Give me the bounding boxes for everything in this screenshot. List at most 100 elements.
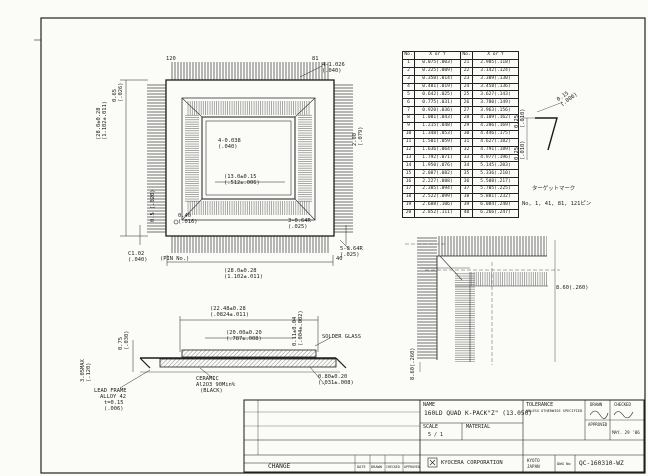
height-label: 3.05MAX (.120) [80, 359, 92, 382]
table-cell: 34 [460, 161, 473, 171]
table-cell: 1.792(.071) [414, 153, 461, 163]
table-cell: 12 [402, 145, 415, 155]
table-cell: 14 [402, 161, 415, 171]
table-cell: 2.087(.082) [414, 169, 461, 179]
tab-dim-label: 3-0.64R (.025) [288, 218, 311, 230]
c-dim-label: C1.02 (.040) [128, 251, 148, 263]
pin-81-label: 81 [312, 56, 319, 62]
table-cell: 2.522(.099) [414, 193, 461, 202]
table-cell: 4.446(.175) [472, 129, 519, 139]
table-cell: 30 [460, 129, 473, 139]
table-cell: 9 [402, 122, 415, 131]
table-cell: 3.142(.124) [472, 66, 519, 76]
table-cell: 28 [460, 114, 473, 124]
approved-col-label: APPROVED [404, 465, 420, 469]
right-lead-label: 2.00 (.079) [352, 126, 364, 146]
table-cell: 23 [460, 74, 473, 84]
table-cell: 35 [460, 169, 473, 179]
material-label: MATERIAL [466, 424, 491, 430]
solder-glass-label: SOLDER GLASS [322, 334, 361, 340]
table-cell: 13 [402, 153, 415, 163]
lead-w-label: 0.40 (.016) [178, 213, 198, 225]
side-dim-label: (28.0±0.28 (1.102±.011) [224, 268, 263, 280]
date-value: MAY. 29 '86 [612, 430, 640, 435]
table-cell: 21 [460, 58, 473, 68]
corner-dim-label: 4-1.026 (.040) [322, 62, 345, 74]
side-dim-top-label: (22.48±0.28 (.0824±.011) [210, 306, 249, 318]
scale-value: 5 / 1 [428, 432, 444, 438]
table-cell: 27 [460, 106, 473, 116]
table-header-row: No. X or Y No. X or Y [402, 51, 519, 60]
target-pins-label: No, 1, 41, 81, 121ピン [522, 201, 592, 207]
approved-label: APPROVED [588, 422, 608, 427]
target-d3-label: 0.25 (.010) [514, 140, 526, 160]
table-cell: 1.636(.064) [414, 145, 461, 155]
table-cell: 10 [402, 129, 415, 139]
left-lead-label: 0.65 (.026) [112, 82, 124, 102]
top-view [120, 62, 353, 266]
right-v-label: 0.11±0.04 (.004±.002) [292, 310, 304, 346]
table-cell: 3.963(.156) [472, 106, 519, 116]
pin-1-mark-label: (PIN No.) [160, 256, 190, 262]
japan-label: JAPAN [527, 464, 540, 469]
table-cell: 5.145(.203) [472, 161, 519, 171]
side-view [119, 316, 347, 389]
table-cell: 0.225(.009) [414, 66, 461, 76]
table-header: No. [402, 51, 415, 60]
table-header: X or Y [472, 51, 519, 60]
tolerance-sub: UNLESS OTHERWISE SPECIFIED [526, 409, 583, 413]
table-cell: 6.266(.247) [472, 208, 519, 218]
name-label: NAME [423, 402, 436, 408]
table-cell: 20 [402, 208, 415, 218]
table-cell: 6 [402, 98, 415, 108]
scale-label: SCALE [423, 424, 439, 430]
table-header: No. [460, 51, 473, 60]
table-cell: 7 [402, 106, 415, 116]
table-cell: 32 [460, 145, 473, 155]
left-dim-label: (28.0±0.28 (1.102±.011) [96, 101, 108, 140]
pin-120-label: 120 [166, 56, 176, 62]
table-cell: 2.985(.118) [472, 58, 519, 68]
lead-frame-label: LEAD FRAME [94, 388, 127, 394]
table-cell: 15 [402, 169, 415, 179]
checked-label: CHECKED [614, 402, 631, 407]
table-cell: 1.348(.053) [414, 129, 461, 139]
table-cell: 36 [460, 177, 473, 187]
checked-col-label: CHECKED [386, 465, 400, 469]
table-cell: 3.780(.149) [472, 98, 519, 108]
lead-alloy-label: ALLOY 42 [100, 394, 126, 400]
drawn-label: DRAWN [590, 402, 603, 407]
table-cell: 0.481(.019) [414, 82, 461, 92]
table-cell: 0.642(.025) [414, 90, 461, 100]
dwg-number: QC-160310-WZ [579, 460, 624, 467]
table-cell: 18 [402, 193, 415, 202]
table-cell: 16 [402, 177, 415, 187]
table-cell: 2.385(.094) [414, 185, 461, 195]
table-cell: 8 [402, 114, 415, 124]
kyoto-label: KYOTO [527, 458, 540, 463]
table-cell: 2 [402, 66, 415, 76]
table-cell: 5 [402, 90, 415, 100]
dwg-label: DWG No [557, 461, 571, 466]
table-cell: 2.227(.088) [414, 177, 461, 187]
table-cell: 1.215(.048) [414, 122, 461, 131]
side-dim-mid-label: (20.00±0.20 (.787±.008) [226, 330, 262, 342]
table-cell: 4.791(.189) [472, 145, 519, 155]
table-cell: 6.084(.240) [472, 200, 519, 210]
date-col-label: DATE [357, 465, 366, 469]
